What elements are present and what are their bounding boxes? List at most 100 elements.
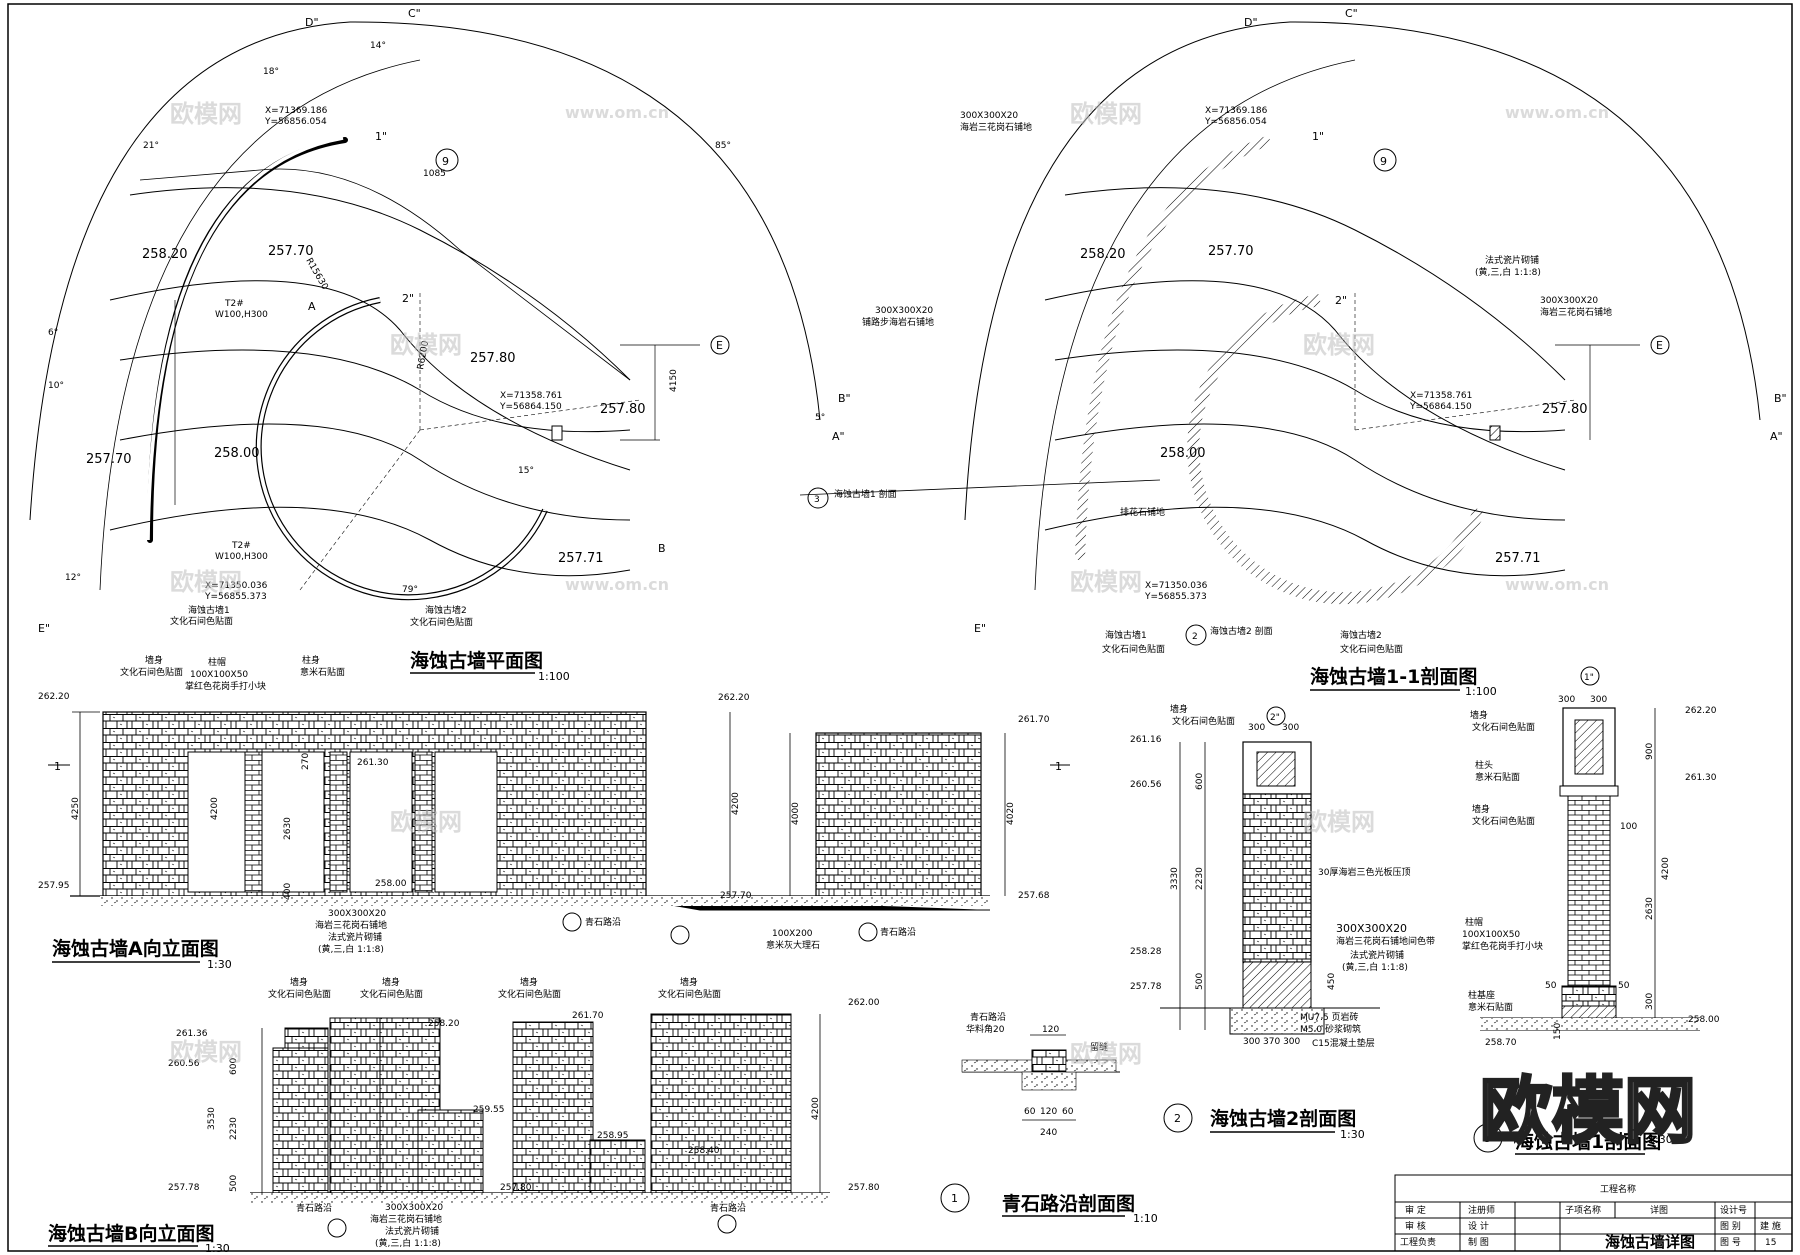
curb-dim-60a: 60 — [1024, 1107, 1036, 1117]
wall-1-section-labels: 262.20 261.30 258.00 258.70 300 300 900 … — [1462, 673, 1720, 1155]
elevA-dim-400: 400 — [283, 883, 293, 900]
section-tile-mix: (黄,三,白 1:1:8) — [1475, 266, 1541, 278]
elevA-mark-right: 1 — [1055, 760, 1062, 773]
section-1-1-view — [799, 21, 1761, 646]
sec2-dim-300a: 300 — [1248, 723, 1265, 733]
elevB-level-8: 262.00 — [848, 998, 880, 1008]
plan-wall2-note: 文化石间色贴面 — [410, 616, 473, 628]
plan-level-1: 258.20 — [142, 247, 188, 262]
plan-axis-1-label: 1" — [375, 130, 387, 143]
elevA-mark-left: 1 — [54, 760, 61, 773]
titleblock-project-label: 工程名称 — [1600, 1183, 1636, 1195]
watermark-5: 欧模网 — [170, 568, 242, 596]
watermark-9: 欧模网 — [170, 1038, 242, 1066]
watermark-3: 欧模网 — [390, 331, 462, 359]
elevA-note-cap: 柱帽 — [208, 656, 226, 668]
titleblock-review: 审 核 — [1405, 1220, 1426, 1232]
elevA-level-far-bottom: 257.68 — [1018, 891, 1050, 901]
plan-wall1-label: 海蚀古墙1 — [188, 604, 230, 616]
watermark-7: 欧模网 — [390, 808, 462, 836]
elevA-column-1 — [244, 751, 263, 893]
curb-dim-120b: 120 — [1040, 1107, 1057, 1117]
elevA-paving-mix: (黄,三,白 1:1:8) — [318, 943, 384, 955]
section-level-4: 257.80 — [1542, 402, 1588, 417]
elevA-curb-tag-2: 青石路沿 — [880, 926, 916, 938]
plan-axis-E-label: E — [716, 339, 723, 352]
plan-axis-C-label: C" — [408, 7, 421, 20]
sec1-note-body: 墙身 — [1470, 709, 1488, 721]
elevA-dim-4020: 4020 — [1006, 802, 1016, 825]
elevB-level-3: 257.78 — [168, 1183, 200, 1193]
sec2-paving-tile: 法式瓷片砌铺 — [1350, 949, 1404, 961]
section-paving-path-note: 排花石铺地 — [1120, 506, 1165, 518]
plan-angle-79: 79° — [402, 585, 418, 595]
section-axis-E — [1650, 335, 1670, 355]
plan-arc-inner — [99, 59, 421, 591]
elevB-note-4b: 文化石间色贴面 — [658, 988, 721, 1000]
section-axis-D-label: D" — [1244, 16, 1258, 29]
plan-coord-1-y: Y=56856.054 — [264, 117, 327, 127]
elevB-scale: 1:30 — [205, 1242, 230, 1255]
section-path-edge-3 — [1054, 349, 1566, 433]
watermarks: 欧模网 www.om.cn 欧模网 www.om.cn 欧模网 欧模网 欧模网 … — [170, 100, 1698, 1155]
plan-scale: 1:100 — [538, 670, 570, 683]
section-level-2: 257.70 — [1208, 244, 1254, 259]
sec2-dim-300b: 300 — [1282, 723, 1299, 733]
elevA-dim-270: 270 — [301, 753, 311, 770]
sec1-level-2: 261.30 — [1685, 773, 1717, 783]
titleblock-category-value: 建 施 — [1760, 1220, 1781, 1232]
elevB-level-7: 258.95 — [597, 1131, 629, 1141]
elevA-column-2 — [329, 751, 348, 893]
brand-logo-watermark: 欧模网 — [1480, 1069, 1696, 1153]
plan-wall-1 — [147, 137, 348, 543]
elevA-scale: 1:30 — [207, 958, 232, 971]
section-wall2-label: 海蚀古墙2 — [1340, 629, 1382, 641]
watermark-url-4: www.om.cn — [1505, 575, 1609, 594]
elevA-curb-tag: 青石路沿 — [585, 916, 621, 928]
sec2-base-3: C15混凝土垫层 — [1312, 1037, 1375, 1049]
section-outer-arc — [964, 21, 1761, 521]
section-cut-line-3 — [799, 479, 1161, 496]
sec2-axis-label: 2" — [1270, 713, 1280, 723]
elevB-note-2b: 文化石间色贴面 — [360, 988, 423, 1000]
plan-path-edge-2 — [109, 280, 631, 471]
plan-axis-A-label: A" — [832, 430, 845, 443]
curb-section — [940, 1034, 1120, 1213]
elevB-note-3b: 文化石间色贴面 — [498, 988, 561, 1000]
section-cut-marker-2 — [1185, 624, 1207, 646]
titleblock-subitem-value: 详图 — [1650, 1204, 1668, 1216]
elevA-note-cap-material: 掌红色花岗手打小块 — [185, 680, 266, 692]
elevB-dim-4200: 4200 — [811, 1097, 821, 1120]
plan-view-A-marker: A — [308, 300, 316, 313]
curb-scale: 1:10 — [1133, 1212, 1158, 1225]
wall-1-section — [1473, 666, 1700, 1153]
elevB-level-6: 261.70 — [572, 1011, 604, 1021]
section-path-edge-4 — [1054, 423, 1566, 521]
section-paving-3-note: 海岩三花岗石铺地 — [1540, 306, 1612, 318]
plan-axis-9 — [435, 148, 459, 172]
section-path-edge-5 — [1044, 506, 1566, 577]
plan-angle-6: 6° — [48, 328, 58, 338]
elevA-curb-material: 意米灰大理石 — [766, 939, 820, 951]
section-coord-3-y: Y=56855.373 — [1144, 592, 1207, 602]
elevB-note-1b: 文化石间色贴面 — [268, 988, 331, 1000]
titleblock-category-label: 图 别 — [1720, 1221, 1741, 1232]
titleblock-drafter: 制 图 — [1468, 1236, 1489, 1248]
plan-view-B-marker: B — [658, 542, 666, 555]
elevB-title: 海蚀古墙B向立面图 — [48, 1222, 214, 1245]
sec1-note-cap-size: 100X100X50 — [1462, 930, 1520, 940]
wall-2-section-labels: 261.16 260.56 258.28 257.78 300 300 600 … — [1130, 703, 1435, 1141]
plan-path-edge-5 — [109, 506, 631, 577]
titleblock-drawing-title: 海蚀古墙详图 — [1605, 1233, 1695, 1251]
section-cut-marker-3 — [807, 487, 829, 509]
sec1-level-1: 262.20 — [1685, 706, 1717, 716]
plan-labels: D" C" 1" 2" 9 E B" A" E" A B X=71369.186… — [38, 7, 851, 683]
plan-dim-4150: 4150 — [669, 369, 679, 392]
plan-level-7: 257.71 — [558, 551, 604, 566]
section-wall1-note: 文化石间色贴面 — [1102, 643, 1165, 655]
section-title: 海蚀古墙1-1剖面图 — [1310, 665, 1477, 688]
sec1-note-cap: 柱帽 — [1465, 916, 1483, 928]
title-block-text: 工程名称 审 定 注册师 子项名称 详图 设计号 审 核 设 计 图 别 建 施… — [1400, 1183, 1781, 1251]
title-block — [1394, 1174, 1793, 1252]
elevA-title: 海蚀古墙A向立面图 — [52, 937, 219, 960]
